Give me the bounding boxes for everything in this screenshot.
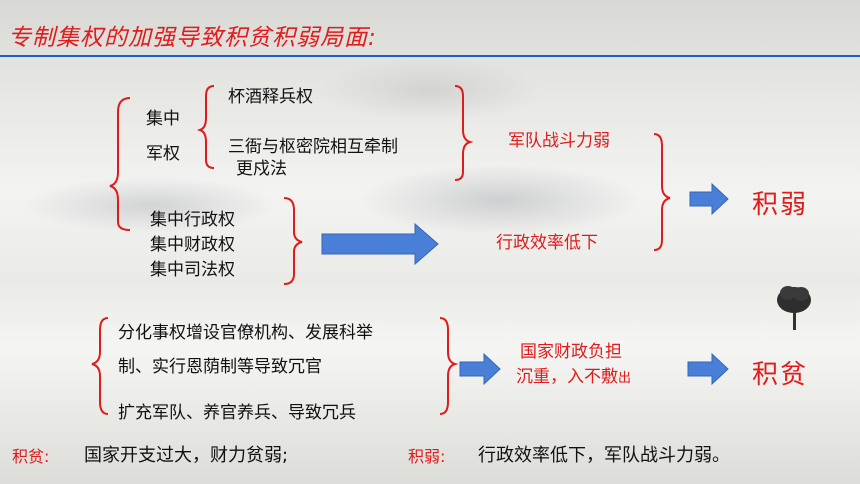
arrow-right-icon: [689, 182, 729, 216]
footer-weak-text: 行政效率低下，军队战斗力弱。: [478, 445, 730, 466]
arrow-right-icon: [321, 222, 439, 266]
footer-weak-label: 积弱:: [408, 447, 446, 466]
cause-line-3: 扩充军队、养官养兵、导致冗兵: [118, 403, 356, 423]
military-item-2-line2: 更戍法: [236, 159, 287, 179]
cause-line-2: 制、实行恩荫制等导致冗官: [118, 357, 322, 377]
footer-poor-label: 积贫:: [12, 447, 50, 466]
result-admin-low: 行政效率低下: [496, 233, 598, 253]
result-weak: 积弱: [752, 190, 809, 220]
admin-right-brace: [283, 197, 303, 285]
military-label-line1: 集中: [146, 109, 180, 129]
weak-brace: [653, 133, 671, 251]
causes-left-brace: [91, 317, 109, 415]
military-label-line2: 军权: [146, 144, 180, 164]
military-item-2-line1: 三衙与枢密院相互牵制: [228, 137, 398, 157]
cause-line-1: 分化事权增设官僚机构、发展科举: [118, 323, 373, 343]
causes-right-brace: [439, 317, 459, 415]
arrow-right-icon: [687, 352, 729, 386]
military-brace: [196, 85, 215, 169]
admin-item-3: 集中司法权: [150, 260, 235, 280]
title-underline: [0, 55, 860, 57]
result-army-weak: 军队战斗力弱: [508, 131, 610, 151]
footer-poor-text: 国家开支过大，财力贫弱;: [84, 445, 289, 466]
result-finance-line1: 国家财政负担: [520, 342, 622, 362]
military-item-1: 杯酒释兵权: [228, 87, 313, 107]
arrow-right-icon: [459, 352, 501, 386]
admin-item-2: 集中财政权: [150, 235, 235, 255]
result-poor: 积贫: [752, 360, 809, 390]
slide-title: 专制集权的加强导致积贫积弱局面:: [8, 25, 377, 51]
left-brace-top: [109, 97, 131, 231]
military-right-brace: [454, 85, 474, 181]
admin-item-1: 集中行政权: [150, 210, 235, 230]
result-finance-line2: 沉重，入不敷出: [516, 367, 632, 387]
